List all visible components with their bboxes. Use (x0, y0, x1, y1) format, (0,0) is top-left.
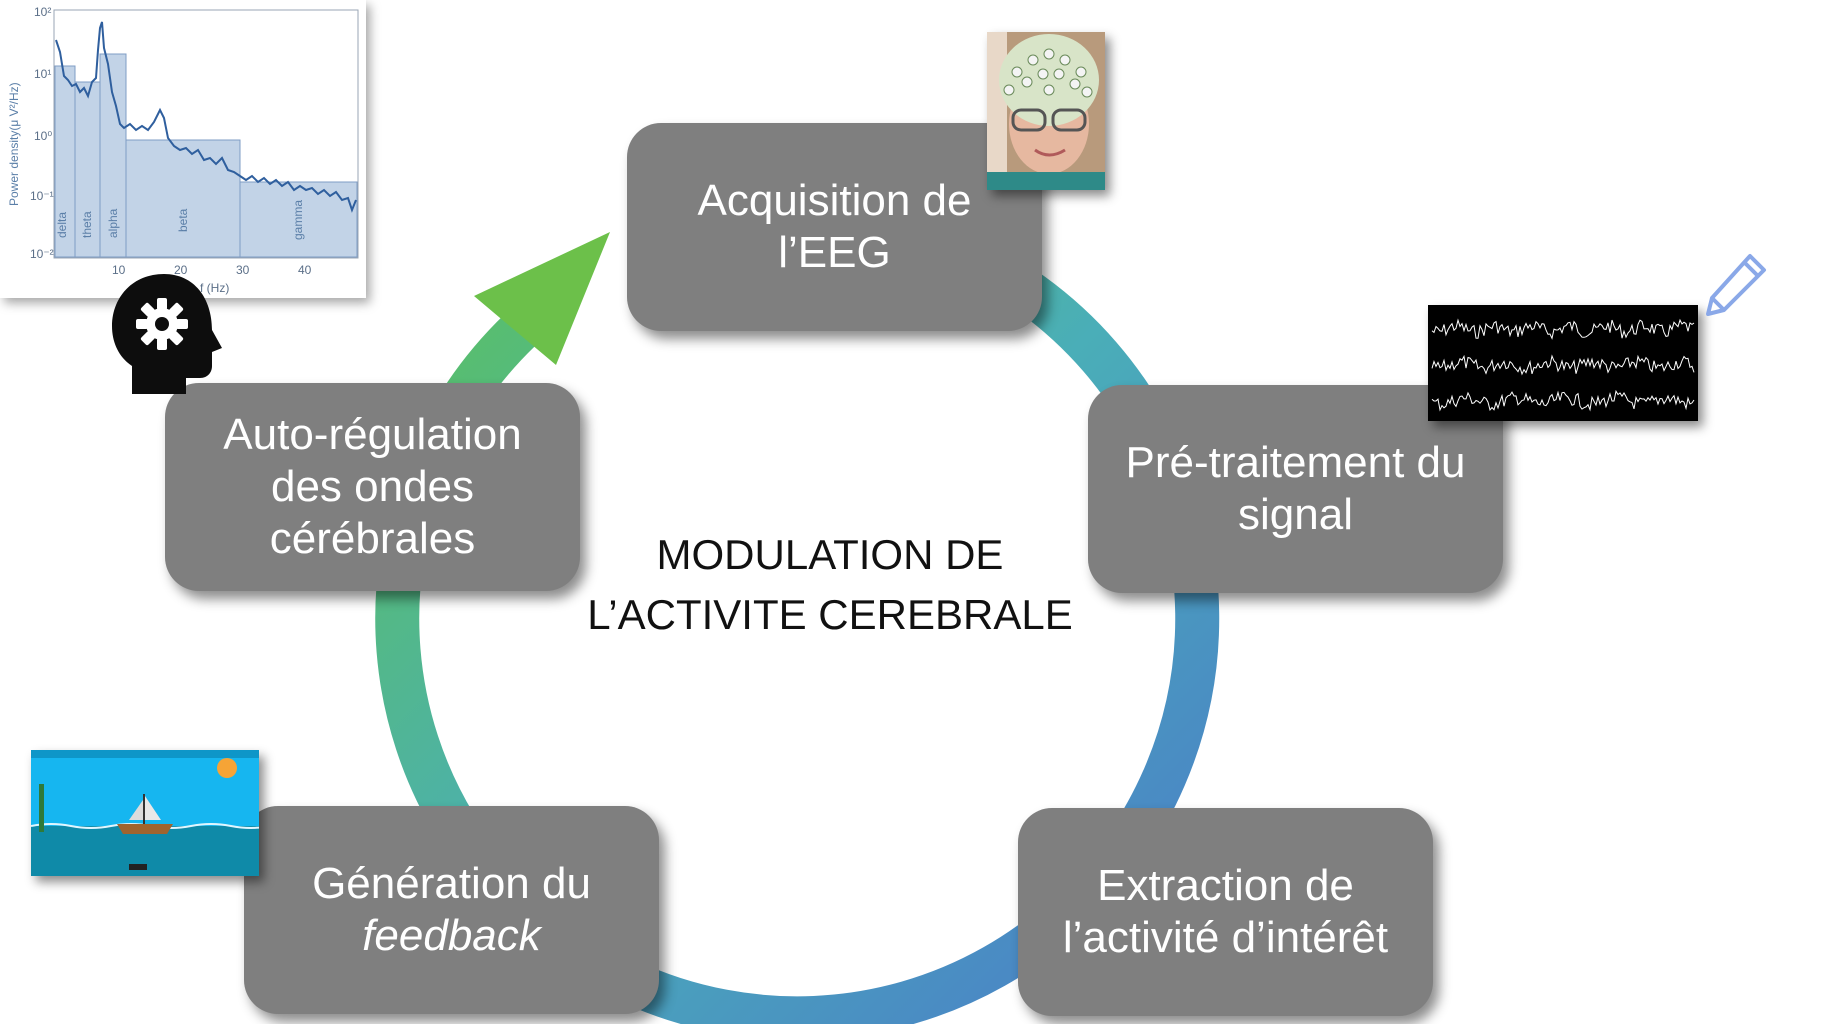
pencil-icon (1706, 254, 1766, 316)
eeg-cap-photo (987, 32, 1105, 190)
cycle-arrowhead (474, 232, 610, 365)
psd-axes-frame (53, 9, 359, 259)
y-tick: 10⁻² (30, 247, 54, 261)
band-label-alpha: alpha (106, 208, 120, 238)
band-label-delta: delta (55, 212, 69, 238)
psd-band-labels: delta theta alpha beta gamma (55, 200, 305, 240)
step-eeg-acquisition: Acquisition de l’EEG (627, 123, 1042, 331)
psd-curve (55, 21, 357, 213)
step-label: Acquisition de (697, 176, 972, 225)
psd-y-ticks: 10² 10¹ 10⁰ 10⁻¹ 10⁻² (30, 5, 54, 261)
eeg-signal-trace (1428, 305, 1698, 421)
psd-x-ticks: 10 20 30 40 (112, 263, 312, 277)
feedback-game-screenshot (31, 750, 259, 876)
psd-chart: delta theta alpha beta gamma 10² 10¹ 10⁰… (7, 5, 359, 295)
band-alpha (99, 53, 127, 258)
step-label-italic: feedback (362, 911, 541, 960)
step-label: des ondes (270, 462, 475, 511)
head-gear-icon (112, 274, 222, 394)
band-label-gamma: gamma (291, 200, 305, 240)
step-feedback-generation: Génération du feedback (244, 806, 659, 1014)
x-tick: 20 (174, 263, 188, 277)
psd-x-label: f (Hz) (200, 281, 229, 295)
step-label: Extraction de (1097, 861, 1354, 910)
eeg-traces (1431, 318, 1695, 412)
center-title-line-2: L’ACTIVITE CEREBRALE (587, 591, 1073, 638)
step-label: l’EEG (778, 228, 891, 277)
eeg-trace-line (1431, 318, 1695, 340)
y-tick: 10⁰ (34, 129, 52, 143)
step-label: feedback (362, 910, 541, 962)
step-label: Pré-traitement du (1125, 438, 1466, 487)
step-label: signal (1238, 490, 1353, 539)
center-title-line-1: MODULATION DE (656, 531, 1004, 578)
band-label-theta: theta (80, 211, 94, 238)
x-tick: 10 (112, 263, 126, 277)
psd-y-label: Power density(μ V²/Hz) (7, 82, 21, 206)
step-label: cérébrales (269, 514, 476, 563)
center-title: MODULATION DE L’ACTIVITE CEREBRALE (560, 525, 1100, 645)
step-brainwave-self-regulation: Auto-régulation des ondes cérébrales (165, 383, 580, 591)
eeg-trace-line (1431, 354, 1695, 376)
y-tick: 10¹ (34, 67, 51, 81)
y-tick: 10⁻¹ (30, 189, 54, 203)
step-label: l’activité d’intérêt (1062, 913, 1389, 962)
band-label-beta: beta (176, 208, 190, 232)
y-tick: 10² (34, 5, 51, 19)
eeg-trace-line (1431, 389, 1695, 412)
x-tick: 40 (298, 263, 312, 277)
step-activity-extraction: Extraction de l’activité d’intérêt (1018, 808, 1433, 1016)
boat-game-illustration (31, 750, 259, 876)
x-tick: 30 (236, 263, 250, 277)
power-spectrum-plot: delta theta alpha beta gamma 10² 10¹ 10⁰… (0, 0, 366, 298)
step-label: Génération du (312, 859, 591, 908)
eeg-cap-illustration (987, 32, 1105, 190)
step-label: Auto-régulation (223, 410, 522, 459)
